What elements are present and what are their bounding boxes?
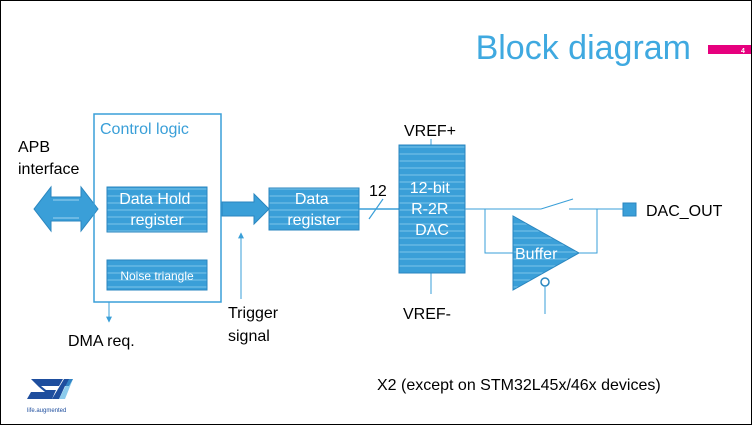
data-hold-register-box xyxy=(106,186,208,233)
logo-tagline: life.augmented xyxy=(27,408,66,414)
bypass-switch xyxy=(540,198,574,210)
slide-title: Block diagram xyxy=(476,29,691,67)
noise-triangle-label: Noise triangle xyxy=(120,269,194,283)
st-logo xyxy=(27,379,73,399)
bus-width-label: 12 xyxy=(369,183,387,200)
data-register-label: Data register xyxy=(287,191,341,229)
page-number: 4 xyxy=(741,48,745,55)
bus-width-slash xyxy=(368,198,384,220)
buffer-amplifier xyxy=(512,215,581,291)
data-hold-register-label: Data Hold register xyxy=(119,191,195,229)
title-accent-bar xyxy=(708,45,751,54)
control-logic-box xyxy=(93,113,222,303)
hold-to-data-arrow xyxy=(221,192,270,226)
control-logic-label: Control logic xyxy=(100,121,189,138)
apb-bus-arrow xyxy=(33,185,99,233)
dac-block xyxy=(398,144,466,274)
dac-out-pin xyxy=(622,202,637,217)
trigger-signal-label: Trigger signal xyxy=(228,305,283,345)
dma-request-label: DMA req. xyxy=(68,333,135,350)
vref-minus-label: VREF- xyxy=(403,306,451,323)
footnote: X2 (except on STM32L45x/46x devices) xyxy=(377,377,661,394)
dac-block-label: 12-bit R-2R DAC xyxy=(410,180,454,239)
noise-triangle-box xyxy=(106,259,208,291)
buffer-label: Buffer xyxy=(515,246,558,263)
apb-interface-label: APB interface xyxy=(18,139,79,178)
vref-plus-label: VREF+ xyxy=(404,123,456,140)
data-register-box xyxy=(268,187,360,231)
buffer-output-line xyxy=(579,209,598,254)
buffer-input-line xyxy=(484,209,513,254)
dac-out-label: DAC_OUT xyxy=(646,203,723,220)
buffer-enable-bubble xyxy=(540,277,550,287)
